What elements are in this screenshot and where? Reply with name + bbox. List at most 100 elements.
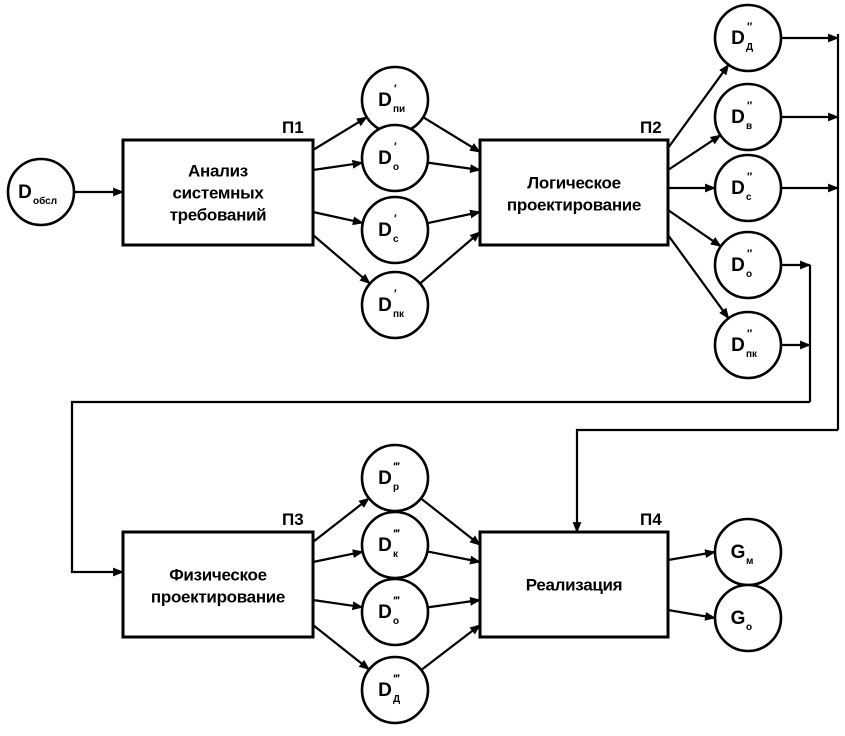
node-symbol: D bbox=[378, 602, 392, 623]
node-superscript: ″ bbox=[747, 100, 753, 112]
node-symbol: D bbox=[378, 90, 392, 111]
node-circle bbox=[713, 153, 783, 223]
process-text-line: Реализация bbox=[526, 576, 623, 595]
node-superscript: ′ bbox=[394, 83, 397, 95]
node-circle bbox=[360, 443, 430, 513]
node-subscript: пи bbox=[393, 104, 405, 115]
connector bbox=[667, 209, 722, 248]
process-text-line: Логическое bbox=[527, 174, 621, 193]
node-subscript: к bbox=[393, 549, 399, 560]
node-circle bbox=[360, 270, 430, 340]
node-p1-output-3: D′ пк bbox=[360, 270, 430, 340]
node-superscript: ″ bbox=[747, 328, 753, 340]
connector bbox=[427, 209, 482, 225]
node-superscript: ′ bbox=[394, 288, 397, 300]
node-circle bbox=[713, 230, 783, 300]
process-rect bbox=[121, 530, 315, 639]
connector bbox=[70, 400, 810, 577]
node-superscript: ′ bbox=[394, 141, 397, 153]
connector bbox=[667, 134, 722, 171]
node-subscript: в bbox=[746, 121, 752, 132]
process-rect bbox=[121, 138, 315, 247]
node-subscript: о bbox=[746, 622, 752, 633]
node-superscript: ‴ bbox=[393, 673, 400, 685]
node-p1-output-0: D′ пи bbox=[360, 65, 430, 135]
node-superscript: ″ bbox=[747, 248, 753, 260]
connector bbox=[312, 234, 371, 285]
node-superscript: ′ bbox=[394, 213, 397, 225]
node-p3-output-3: D‴ Д bbox=[360, 655, 430, 725]
connector bbox=[312, 116, 368, 151]
node-circle bbox=[360, 123, 430, 193]
connector bbox=[427, 550, 482, 565]
node-circle bbox=[6, 157, 76, 227]
connector bbox=[427, 161, 482, 173]
node-symbol: G bbox=[731, 608, 746, 629]
connector bbox=[667, 608, 717, 621]
node-symbol: G bbox=[731, 542, 746, 563]
connector bbox=[419, 231, 481, 285]
node-symbol: D bbox=[378, 680, 392, 701]
node-circle bbox=[360, 65, 430, 135]
connector bbox=[312, 624, 371, 671]
node-symbol: D bbox=[731, 255, 745, 276]
node-subscript: Д bbox=[746, 42, 753, 53]
node-p3-output-1: D‴к bbox=[360, 510, 430, 580]
node-p3-output-0: D‴р bbox=[360, 443, 430, 513]
connector bbox=[667, 549, 717, 562]
connector bbox=[422, 116, 481, 153]
node-circle bbox=[360, 655, 430, 725]
connector bbox=[312, 598, 364, 611]
node-circle bbox=[713, 583, 783, 653]
node-symbol: D bbox=[378, 295, 392, 316]
connectors bbox=[70, 33, 840, 671]
node-superscript: ‴ bbox=[393, 595, 400, 607]
process-text-line: проектирование bbox=[151, 588, 285, 607]
node-subscript: м bbox=[746, 556, 753, 567]
process-text-line: Анализ bbox=[188, 162, 248, 181]
node-subscript: с bbox=[746, 192, 752, 203]
connector bbox=[420, 497, 481, 546]
node-subscript: о bbox=[746, 269, 752, 280]
process-boxes: П1АнализсистемныхтребованийП2Логическоеп… bbox=[121, 118, 670, 639]
connector bbox=[572, 428, 838, 534]
connector bbox=[312, 497, 370, 543]
node-superscript: ″ bbox=[747, 21, 753, 33]
node-superscript: ‴ bbox=[393, 461, 400, 473]
process-text-line: Физическое bbox=[169, 566, 267, 585]
process-label: П1 bbox=[282, 118, 304, 137]
node-p3-output-2: D‴о bbox=[360, 577, 430, 647]
node-p1-output-1: D′ о bbox=[360, 123, 430, 193]
node-p2-output-2: D″с bbox=[713, 153, 783, 223]
node-symbol: D bbox=[378, 220, 392, 241]
node-symbol: D bbox=[18, 182, 32, 203]
node-symbol: D bbox=[378, 148, 392, 169]
process-rect bbox=[478, 530, 670, 639]
node-symbol: D bbox=[378, 468, 392, 489]
node-superscript: ‴ bbox=[393, 528, 400, 540]
connector bbox=[312, 549, 364, 564]
node-symbol: D bbox=[731, 335, 745, 356]
process-label: П2 bbox=[640, 118, 662, 137]
connector bbox=[312, 210, 364, 226]
node-subscript: пк bbox=[393, 309, 405, 320]
node-superscript: ″ bbox=[747, 171, 753, 183]
node-circle bbox=[713, 82, 783, 152]
node-circle bbox=[360, 195, 430, 265]
node-symbol: D bbox=[731, 107, 745, 128]
node-subscript: Д bbox=[393, 694, 400, 705]
process-rect bbox=[478, 138, 670, 247]
node-p2-output-0: D″Д bbox=[713, 3, 783, 73]
process-text-line: проектирование bbox=[507, 196, 641, 215]
process-label: П4 bbox=[640, 510, 662, 529]
node-p2-output-3: D″ о bbox=[713, 230, 783, 300]
node-subscript: о bbox=[393, 162, 399, 173]
node-circle bbox=[360, 577, 430, 647]
process-label: П3 bbox=[282, 510, 304, 529]
node-subscript: с bbox=[393, 234, 399, 245]
